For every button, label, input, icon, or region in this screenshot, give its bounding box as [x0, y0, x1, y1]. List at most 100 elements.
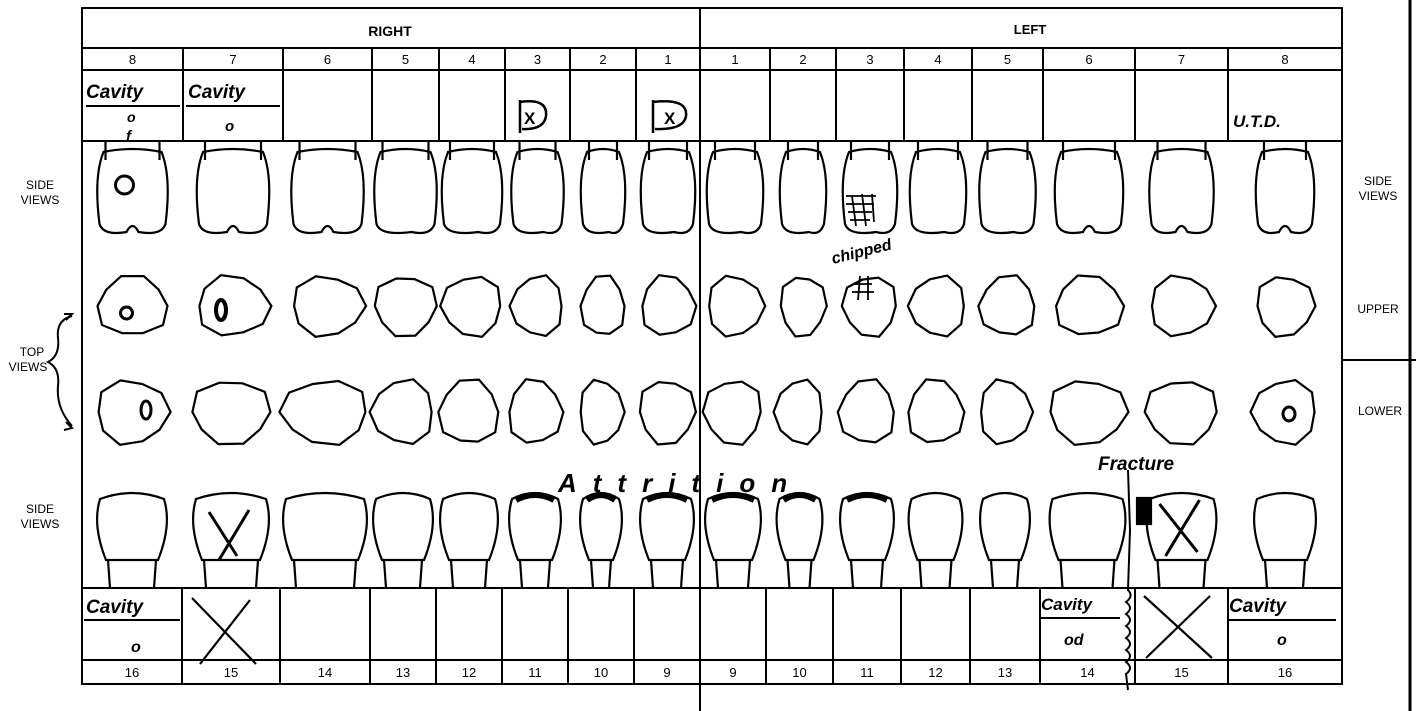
upper-tooth-number: 8 [129, 52, 136, 67]
upper-tooth-top-view [1258, 277, 1316, 337]
lower-tooth-side-view [705, 493, 761, 560]
upper-tooth-top-view [709, 276, 765, 337]
cavity-mark [216, 300, 226, 320]
lower-tooth-number: 9 [729, 665, 736, 680]
header-right: RIGHT [368, 23, 412, 39]
lower-tooth-top-view [981, 379, 1033, 444]
lower-tooth-root [920, 560, 952, 588]
side-views-bottom-label-1: SIDE [26, 502, 54, 516]
top-views-brace [48, 316, 72, 426]
extraction-x-icon [209, 510, 249, 560]
upper-tooth-side-view [707, 149, 764, 233]
upper-tooth-top-view [199, 275, 271, 335]
upper-tooth-side-view [1256, 149, 1315, 233]
upper-label: UPPER [1357, 302, 1399, 316]
upper-tooth-number: 2 [599, 52, 606, 67]
annotation-r8-upper-cavity: Cavity [86, 82, 144, 103]
upper-tooth-top-view [1056, 276, 1124, 335]
chipped-hatch [846, 194, 876, 226]
upper-tooth-number: 7 [229, 52, 236, 67]
lower-tooth-side-view [1050, 493, 1126, 560]
upper-tooth-side-view [780, 149, 827, 233]
upper-tooth-number: 5 [1004, 52, 1011, 67]
upper-tooth-number: 4 [934, 52, 941, 67]
lower-tooth-root [1061, 560, 1115, 588]
upper-tooth-number: 1 [664, 52, 671, 67]
lower-tooth-side-view [840, 493, 894, 560]
lower-tooth-root [991, 560, 1019, 588]
upper-tooth-side-view [910, 149, 967, 233]
lower-tooth-number: 15 [1174, 665, 1188, 680]
extraction-marks: X X [192, 100, 1212, 664]
upper-tooth-top-view [1152, 276, 1216, 337]
lower-tooth-side-view [193, 493, 269, 560]
upper-tooth-top-view [978, 275, 1034, 334]
lower-tooth-number: 13 [998, 665, 1012, 680]
annotation-fracture: Fracture [1098, 454, 1174, 475]
annotation-r8-upper-o: o [127, 109, 136, 125]
upper-tooth-top-view [510, 275, 562, 336]
lower-tooth-top-view [640, 382, 696, 444]
upper-tooth-number: 5 [402, 52, 409, 67]
lower-tooth-root [384, 560, 422, 588]
upper-tooth-number: 4 [468, 52, 475, 67]
lower-tooth-number: 12 [462, 665, 476, 680]
lower-tooth-top-view [1051, 381, 1129, 444]
lower-tooth-side-view [283, 493, 367, 560]
annotation-l16-lower-o: o [1277, 632, 1287, 649]
right-side-views-label-2: VIEWS [1359, 189, 1398, 203]
upper-tooth-number: 6 [1085, 52, 1092, 67]
lower-tooth-number: 12 [928, 665, 942, 680]
lower-tooth-top-view [438, 380, 498, 442]
upper-tooth-side-view [1149, 149, 1214, 233]
l15-lower-x-icon [1144, 596, 1212, 658]
lower-tooth-side-view [1254, 493, 1316, 560]
upper-tooth-number: 3 [866, 52, 873, 67]
annotation-l14-lower-od: od [1064, 632, 1085, 649]
lower-label: LOWER [1358, 404, 1402, 418]
top-views-label-1: TOP [20, 345, 44, 359]
side-views-bottom-label-2: VIEWS [21, 517, 60, 531]
upper-tooth-side-view [641, 149, 696, 233]
lower-tooth-root [716, 560, 750, 588]
lower-tooth-number: 11 [528, 665, 542, 680]
lower-tooth-top-view [581, 380, 625, 445]
upper-tooth-side-view [442, 149, 503, 233]
fracture-line [1126, 470, 1131, 690]
lower-tooth-number: 10 [792, 665, 806, 680]
lower-tooth-top-view [99, 380, 171, 444]
lower-tooth-number: 15 [224, 665, 238, 680]
upper-tooth-top-view [375, 279, 437, 337]
lower-tooth-top-view [908, 379, 964, 442]
upper-tooth-top-view [908, 276, 964, 337]
side-views-top-label-1: SIDE [26, 178, 54, 192]
lower-tooth-root [294, 560, 356, 588]
upper-tooth-number: 7 [1178, 52, 1185, 67]
annotation-r16-lower-cavity: Cavity [86, 597, 144, 618]
upper-tooth-number: 3 [534, 52, 541, 67]
lower-tooth-top-view [279, 381, 365, 445]
chart-frame [82, 8, 1342, 684]
lower-tooth-number: 14 [1080, 665, 1094, 680]
upper-tooth-number: 8 [1281, 52, 1288, 67]
r3-x-mark-text: X [524, 109, 536, 128]
lower-tooth-side-view [777, 493, 823, 560]
annotation-attrition: Attrition [557, 468, 803, 498]
r15-lower-x-icon [192, 598, 256, 664]
lower-tooth-side-view [97, 493, 167, 560]
lower-tooth-root [520, 560, 550, 588]
lower-tooth-top-view [370, 379, 432, 444]
lower-tooth-side-view [509, 493, 561, 560]
cavity-mark [116, 176, 134, 194]
lower-tooth-top-view [192, 383, 270, 444]
annotation-r16-lower-o: o [131, 639, 141, 656]
annotation-r7-upper-cavity: Cavity [188, 82, 246, 103]
lower-tooth-number: 16 [125, 665, 139, 680]
fracture-mark [1137, 498, 1151, 524]
cavity-mark [1283, 407, 1295, 421]
extraction-x-icon [1160, 500, 1200, 556]
upper-tooth-number: 6 [324, 52, 331, 67]
lower-tooth-root [651, 560, 683, 588]
lower-tooth-number: 11 [860, 665, 874, 680]
